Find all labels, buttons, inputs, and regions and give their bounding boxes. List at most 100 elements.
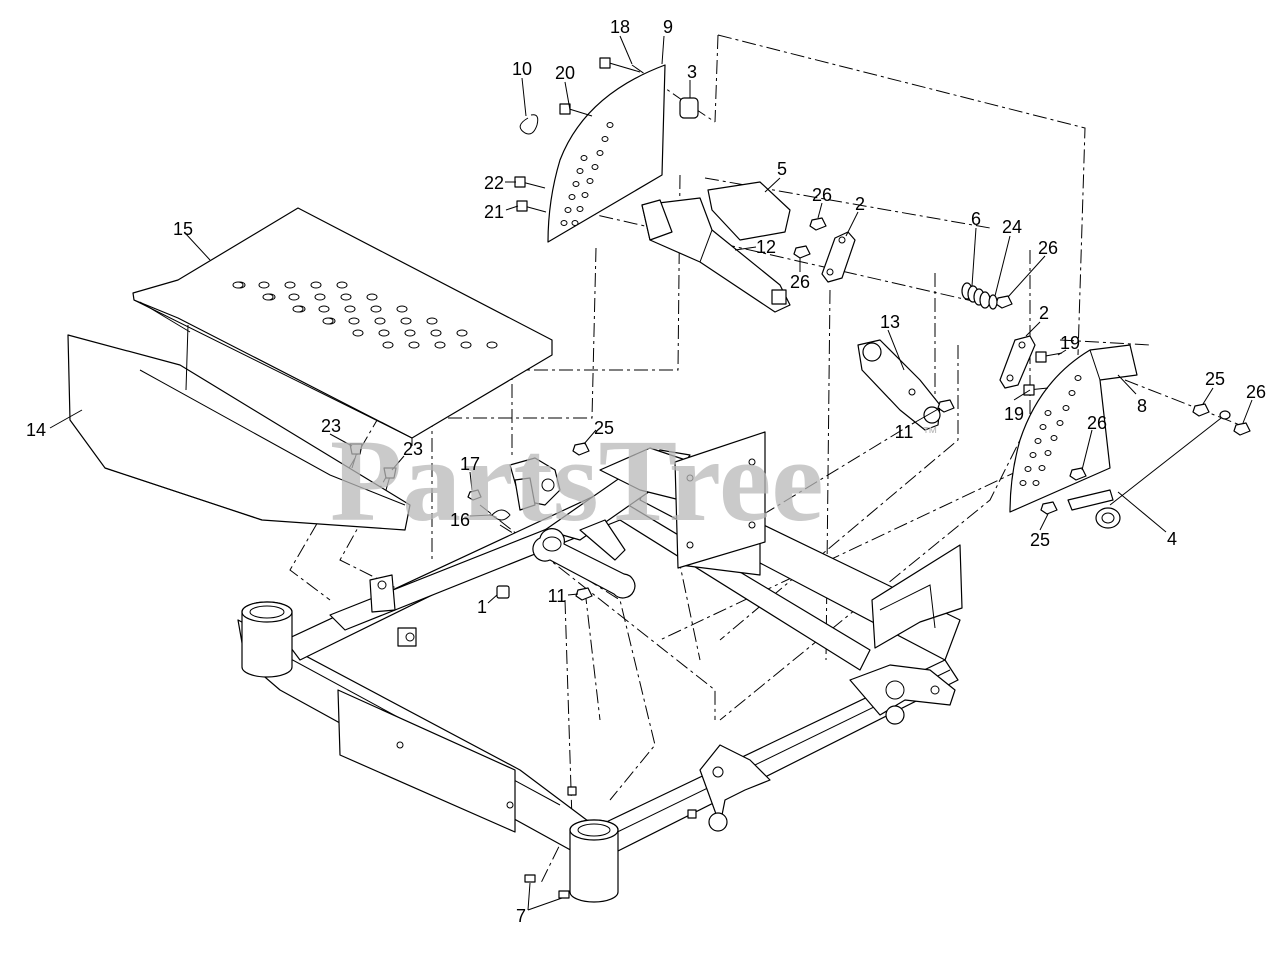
part-9-seat-plate — [547, 64, 666, 243]
hole — [430, 329, 442, 337]
callout-12: 12 — [756, 237, 776, 257]
hole — [404, 329, 416, 337]
hole — [601, 136, 609, 142]
hole — [460, 341, 472, 349]
callout-26-d: 26 — [1246, 382, 1266, 402]
hole — [310, 281, 322, 289]
hole — [284, 281, 296, 289]
callout-15: 15 — [173, 219, 193, 239]
part-13-lever — [857, 339, 941, 431]
callout-25-c: 25 — [1030, 530, 1050, 550]
watermark-text: PartsTree — [330, 415, 824, 546]
hole — [292, 305, 304, 313]
part-8-seat-plate — [1009, 344, 1138, 513]
callout-17: 17 — [460, 454, 480, 474]
hole — [581, 192, 589, 198]
hole — [382, 341, 394, 349]
hole — [1019, 480, 1027, 486]
hole — [344, 305, 356, 313]
hole — [456, 329, 468, 337]
plate8-holes — [1019, 375, 1082, 486]
hole — [374, 317, 386, 325]
hole — [606, 122, 614, 128]
hole — [572, 181, 580, 187]
hole — [400, 317, 412, 325]
hole — [340, 293, 352, 301]
callout-25-b: 25 — [594, 418, 614, 438]
callout-26-e: 26 — [1087, 413, 1107, 433]
callout-6: 6 — [971, 209, 981, 229]
hole — [560, 220, 568, 226]
hole — [1074, 375, 1082, 381]
part-2-link-plate-lower — [999, 335, 1036, 389]
hole — [1039, 424, 1047, 430]
hole — [288, 293, 300, 301]
hole — [586, 178, 594, 184]
hole — [1062, 405, 1070, 411]
hole — [1044, 410, 1052, 416]
callout-11-a: 11 — [895, 422, 914, 442]
part-5-grip — [707, 181, 791, 241]
callout-26-c: 26 — [1038, 238, 1058, 258]
callout-10: 10 — [512, 59, 532, 79]
hole — [318, 305, 330, 313]
hole — [352, 329, 364, 337]
hole — [232, 281, 244, 289]
callout-9: 9 — [663, 17, 673, 37]
callout-4: 4 — [1167, 529, 1177, 549]
hole — [1068, 390, 1076, 396]
callout-3: 3 — [687, 62, 697, 82]
callout-18: 18 — [610, 17, 630, 37]
part-14-side-panel — [67, 334, 411, 531]
callout-26-a: 26 — [812, 185, 832, 205]
callout-7: 7 — [516, 906, 526, 926]
callout-8: 8 — [1137, 396, 1147, 416]
callout-2-b: 2 — [1039, 303, 1049, 323]
callout-5: 5 — [777, 159, 787, 179]
hole — [396, 305, 408, 313]
part-6-spring — [961, 282, 991, 309]
callout-20: 20 — [555, 63, 575, 83]
part-2-link-plate-upper — [821, 231, 856, 283]
part-4-lanyard-pin — [1067, 410, 1231, 529]
hole — [486, 341, 498, 349]
plate-holes — [232, 281, 498, 349]
callout-19-a: 19 — [1060, 333, 1080, 353]
hole — [336, 281, 348, 289]
callout-13: 13 — [880, 312, 900, 332]
hardware — [349, 57, 1251, 899]
hole — [408, 341, 420, 349]
leader-lines — [49, 35, 1253, 911]
hole — [348, 317, 360, 325]
hole — [564, 207, 572, 213]
callout-19-b: 19 — [1004, 404, 1024, 424]
callout-22: 22 — [484, 173, 504, 193]
callout-26-b: 26 — [790, 272, 810, 292]
callout-2-a: 2 — [855, 194, 865, 214]
hole — [370, 305, 382, 313]
hole — [1050, 435, 1058, 441]
hole — [580, 155, 588, 161]
part-12-pivot-arm — [641, 197, 791, 313]
hole — [568, 194, 576, 200]
hole — [1032, 480, 1040, 486]
hole — [591, 164, 599, 170]
hole — [314, 293, 326, 301]
hole — [1029, 452, 1037, 458]
callout-25-a: 25 — [1205, 369, 1225, 389]
watermark-trademark: ™ — [922, 425, 938, 442]
part-15-floor-plate — [132, 207, 553, 446]
hole — [576, 168, 584, 174]
hole — [366, 293, 378, 301]
hole — [596, 150, 604, 156]
hole — [576, 206, 584, 212]
callout-24: 24 — [1002, 217, 1022, 237]
seat-pivot-assembly — [509, 431, 766, 599]
callout-23-a: 23 — [321, 416, 341, 436]
hole — [322, 317, 334, 325]
callout-23-b: 23 — [403, 439, 423, 459]
hole — [262, 293, 274, 301]
hole — [1034, 438, 1042, 444]
callout-1: 1 — [477, 597, 487, 617]
